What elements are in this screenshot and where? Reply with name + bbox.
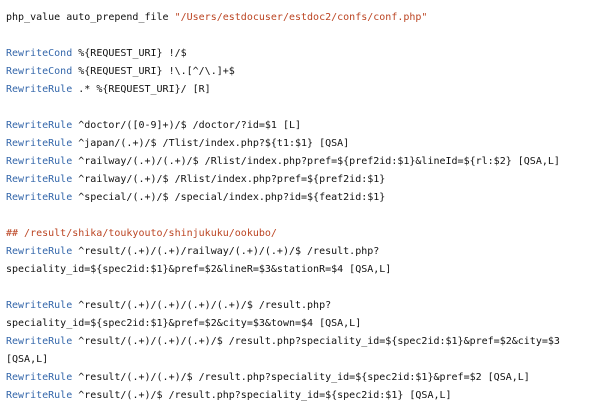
code-line: RewriteRule ^result/(.+)/(.+)/(.+)/$ /re…	[6, 333, 596, 351]
code-text: ^japan/(.+)/$ /Tlist/index.php?${t1:$1} …	[72, 138, 350, 149]
directive-keyword: RewriteRule	[6, 174, 73, 185]
code-text: php_value auto_prepend_file	[6, 12, 175, 23]
code-line: RewriteRule ^railway/(.+)/(.+)/$ /Rlist/…	[6, 153, 596, 171]
code-line: RewriteRule .* %{REQUEST_URI}/ [R]	[6, 81, 596, 99]
blank-line	[6, 27, 596, 45]
code-text: ^doctor/([0-9]+)/$ /doctor/?id=$1 [L]	[72, 120, 302, 131]
code-line: RewriteRule ^special/(.+)/$ /special/ind…	[6, 189, 596, 207]
code-text: [QSA,L]	[6, 354, 49, 365]
code-line: php_value auto_prepend_file "/Users/estd…	[6, 9, 596, 27]
directive-keyword: RewriteRule	[6, 390, 73, 401]
code-text: speciality_id=${spec2id:$1}&pref=$2&city…	[6, 318, 362, 329]
code-line: RewriteRule ^result/(.+)/(.+)/(.+)/(.+)/…	[6, 297, 596, 315]
code-comment: ## /result/shika/toukyouto/shinjukuku/oo…	[6, 228, 277, 239]
code-text: ^result/(.+)/$ /result.php?speciality_id…	[72, 390, 452, 401]
code-line: [QSA,L]	[6, 351, 596, 369]
directive-keyword: RewriteRule	[6, 138, 73, 149]
code-line: RewriteRule ^japan/(.+)/$ /Tlist/index.p…	[6, 135, 596, 153]
code-text: %{REQUEST_URI} !\.[^/\.]+$	[72, 66, 235, 77]
directive-keyword: RewriteRule	[6, 84, 73, 95]
directive-keyword: RewriteRule	[6, 336, 73, 347]
code-text: ^special/(.+)/$ /special/index.php?id=${…	[72, 192, 386, 203]
code-text: ^result/(.+)/(.+)/$ /result.php?speciali…	[72, 372, 530, 383]
code-line: RewriteRule ^result/(.+)/(.+)/railway/(.…	[6, 243, 596, 261]
directive-keyword: RewriteRule	[6, 372, 73, 383]
code-text: ^railway/(.+)/(.+)/$ /Rlist/index.php?pr…	[72, 156, 560, 167]
blank-line	[6, 279, 596, 297]
directive-keyword: RewriteRule	[6, 120, 73, 131]
blank-line	[6, 207, 596, 225]
directive-keyword: RewriteRule	[6, 246, 73, 257]
code-text: %{REQUEST_URI} !/$	[72, 48, 187, 59]
code-line: RewriteRule ^result/(.+)/(.+)/$ /result.…	[6, 369, 596, 387]
directive-keyword: RewriteRule	[6, 192, 73, 203]
code-text: .* %{REQUEST_URI}/ [R]	[72, 84, 211, 95]
code-line: RewriteRule ^result/(.+)/$ /result.php?s…	[6, 387, 596, 405]
code-line: ## /result/shika/toukyouto/shinjukuku/oo…	[6, 225, 596, 243]
code-text: ^result/(.+)/(.+)/(.+)/(.+)/$ /result.ph…	[72, 300, 332, 311]
code-line: RewriteCond %{REQUEST_URI} !\.[^/\.]+$	[6, 63, 596, 81]
string-literal: "/Users/estdocuser/estdoc2/confs/conf.ph…	[174, 12, 428, 23]
blank-line	[6, 99, 596, 117]
directive-keyword: RewriteCond	[6, 66, 73, 77]
code-line: RewriteCond %{REQUEST_URI} !/$	[6, 45, 596, 63]
directive-keyword: RewriteCond	[6, 48, 73, 59]
code-text: speciality_id=${spec2id:$1}&pref=$2&line…	[6, 264, 392, 275]
code-line: RewriteRule ^railway/(.+)/$ /Rlist/index…	[6, 171, 596, 189]
directive-keyword: RewriteRule	[6, 300, 73, 311]
code-text: ^result/(.+)/(.+)/railway/(.+)/(.+)/$ /r…	[72, 246, 380, 257]
directive-keyword: RewriteRule	[6, 156, 73, 167]
code-line: speciality_id=${spec2id:$1}&pref=$2&city…	[6, 315, 596, 333]
code-line: RewriteRule ^doctor/([0-9]+)/$ /doctor/?…	[6, 117, 596, 135]
code-listing: php_value auto_prepend_file "/Users/estd…	[6, 0, 596, 405]
code-line: speciality_id=${spec2id:$1}&pref=$2&line…	[6, 261, 596, 279]
code-text: ^railway/(.+)/$ /Rlist/index.php?pref=${…	[72, 174, 386, 185]
code-text: ^result/(.+)/(.+)/(.+)/$ /result.php?spe…	[72, 336, 560, 347]
